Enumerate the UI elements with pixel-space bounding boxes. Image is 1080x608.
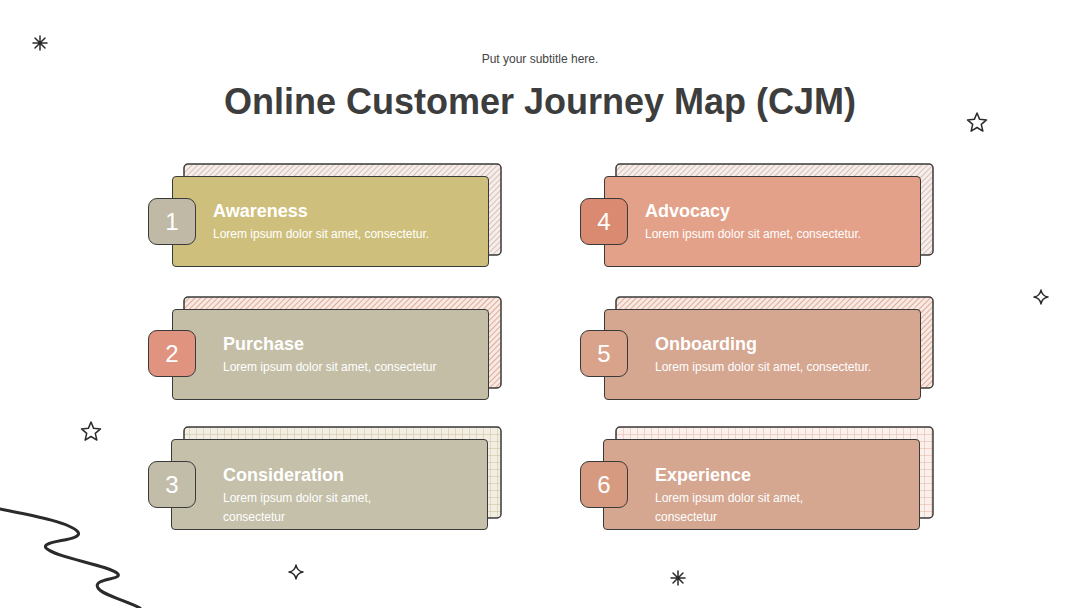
stage-heading: Awareness	[213, 201, 473, 221]
stage-card: ExperienceLorem ipsum dolor sit amet, co…	[603, 439, 920, 530]
stage-card: ConsiderationLorem ipsum dolor sit amet,…	[171, 439, 488, 530]
squiggle-doodle	[0, 509, 140, 608]
stage-card: OnboardingLorem ipsum dolor sit amet, co…	[604, 309, 921, 400]
step-number: 4	[597, 209, 610, 235]
step-number: 6	[597, 472, 610, 498]
sparkle-doodle	[1034, 290, 1048, 304]
stage-description: Lorem ipsum dolor sit amet, consectetur	[223, 489, 393, 527]
stage-description: Lorem ipsum dolor sit amet, consectetur	[223, 358, 473, 377]
step-badge: 3	[148, 461, 196, 508]
step-badge: 5	[580, 330, 628, 377]
step-number: 3	[165, 472, 178, 498]
step-number: 1	[165, 209, 178, 235]
slide-title: Online Customer Journey Map (CJM)	[0, 80, 1080, 124]
stage-card: PurchaseLorem ipsum dolor sit amet, cons…	[172, 309, 489, 400]
asterisk-doodle	[33, 36, 47, 50]
stage-card: AdvocacyLorem ipsum dolor sit amet, cons…	[604, 176, 921, 267]
stage-heading: Onboarding	[655, 334, 905, 354]
stage-description: Lorem ipsum dolor sit amet, consectetur.	[213, 225, 473, 244]
stage-heading: Experience	[655, 465, 825, 485]
stage-heading: Purchase	[223, 334, 473, 354]
sparkle-doodle	[289, 565, 303, 579]
stage-description: Lorem ipsum dolor sit amet, consectetur	[655, 489, 825, 527]
step-badge: 2	[148, 330, 196, 377]
star-doodle	[81, 422, 100, 440]
step-number: 5	[597, 341, 610, 367]
stage-description: Lorem ipsum dolor sit amet, consectetur.	[655, 358, 905, 377]
star-doodle	[967, 113, 986, 131]
stage-description: Lorem ipsum dolor sit amet, consectetur.	[645, 225, 905, 244]
asterisk-doodle	[671, 571, 685, 585]
stage-heading: Consideration	[223, 465, 393, 485]
step-badge: 4	[580, 198, 628, 245]
stage-card: AwarenessLorem ipsum dolor sit amet, con…	[172, 176, 489, 267]
step-number: 2	[165, 341, 178, 367]
subtitle: Put your subtitle here.	[0, 51, 1080, 67]
step-badge: 1	[148, 198, 196, 245]
stage-heading: Advocacy	[645, 201, 905, 221]
step-badge: 6	[580, 461, 628, 508]
